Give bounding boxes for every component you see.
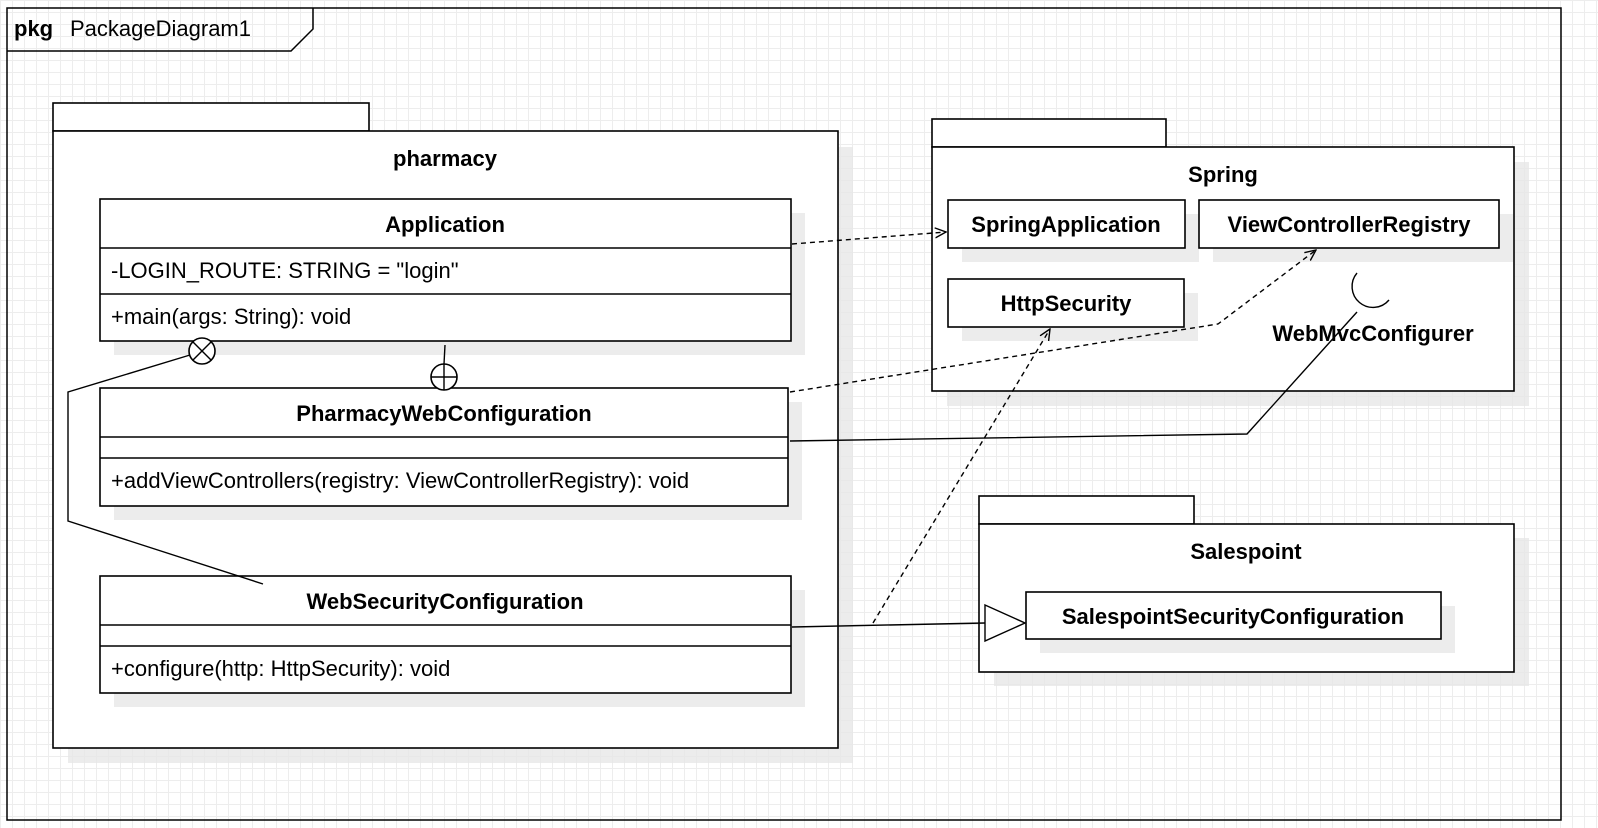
class-web-security-configuration-name: WebSecurityConfiguration (306, 589, 583, 614)
class-salespoint-security-configuration[interactable]: SalespointSecurityConfiguration (1025, 591, 1455, 653)
diagram-frame: pkg PackageDiagram1 (6, 7, 1562, 821)
class-web-security-configuration[interactable]: WebSecurityConfiguration +configure(http… (99, 575, 805, 707)
class-http-security-name: HttpSecurity (1001, 291, 1133, 316)
class-pharmacy-web-configuration-name: PharmacyWebConfiguration (296, 401, 591, 426)
package-spring-name: Spring (1188, 162, 1258, 187)
realization-pharmacy-web-configuration-to-web-mvc-configurer[interactable] (789, 311, 1358, 442)
generalization-web-security-configuration-to-salespoint-security-configuration[interactable] (791, 622, 986, 628)
package-spring[interactable]: Spring (931, 118, 1529, 406)
class-view-controller-registry[interactable]: ViewControllerRegistry (1198, 199, 1513, 262)
class-application-operation: +main(args: String): void (111, 304, 351, 329)
class-pharmacy-web-configuration[interactable]: PharmacyWebConfiguration +addViewControl… (99, 387, 802, 520)
class-salespoint-security-configuration-name: SalespointSecurityConfiguration (1062, 604, 1404, 629)
class-http-security[interactable]: HttpSecurity (947, 278, 1198, 341)
dependency-web-security-configuration-to-http-security[interactable] (872, 329, 1050, 624)
nesting-pharmacy-web-configuration-to-application[interactable] (430, 344, 458, 391)
package-salespoint[interactable]: Salespoint (978, 495, 1529, 686)
class-spring-application-name: SpringApplication (971, 212, 1160, 237)
class-view-controller-registry-name: ViewControllerRegistry (1228, 212, 1472, 237)
dependency-pharmacy-web-configuration-to-view-controller-registry[interactable] (789, 250, 1316, 393)
dependency-application-to-spring-application[interactable] (791, 232, 946, 245)
interface-web-mvc-configurer-name: WebMvcConfigurer (1272, 321, 1474, 346)
nesting-web-security-configuration-to-application[interactable] (67, 337, 264, 585)
frame-keyword: pkg (14, 16, 53, 41)
package-pharmacy-name: pharmacy (393, 146, 498, 171)
class-spring-application[interactable]: SpringApplication (947, 199, 1199, 262)
class-application-attribute: -LOGIN_ROUTE: STRING = "login" (111, 258, 459, 283)
frame-name: PackageDiagram1 (70, 16, 251, 41)
generalization-arrowhead-icon (984, 603, 1027, 643)
interface-socket-icon (1351, 272, 1390, 309)
class-pharmacy-web-configuration-operation: +addViewControllers(registry: ViewContro… (111, 468, 689, 493)
package-salespoint-name: Salespoint (1190, 539, 1302, 564)
class-application-name: Application (385, 212, 505, 237)
class-application[interactable]: Application -LOGIN_ROUTE: STRING = "logi… (99, 198, 805, 355)
relationships (67, 232, 1358, 643)
class-web-security-configuration-operation: +configure(http: HttpSecurity): void (111, 656, 450, 681)
interface-web-mvc-configurer[interactable]: WebMvcConfigurer (1272, 272, 1474, 346)
